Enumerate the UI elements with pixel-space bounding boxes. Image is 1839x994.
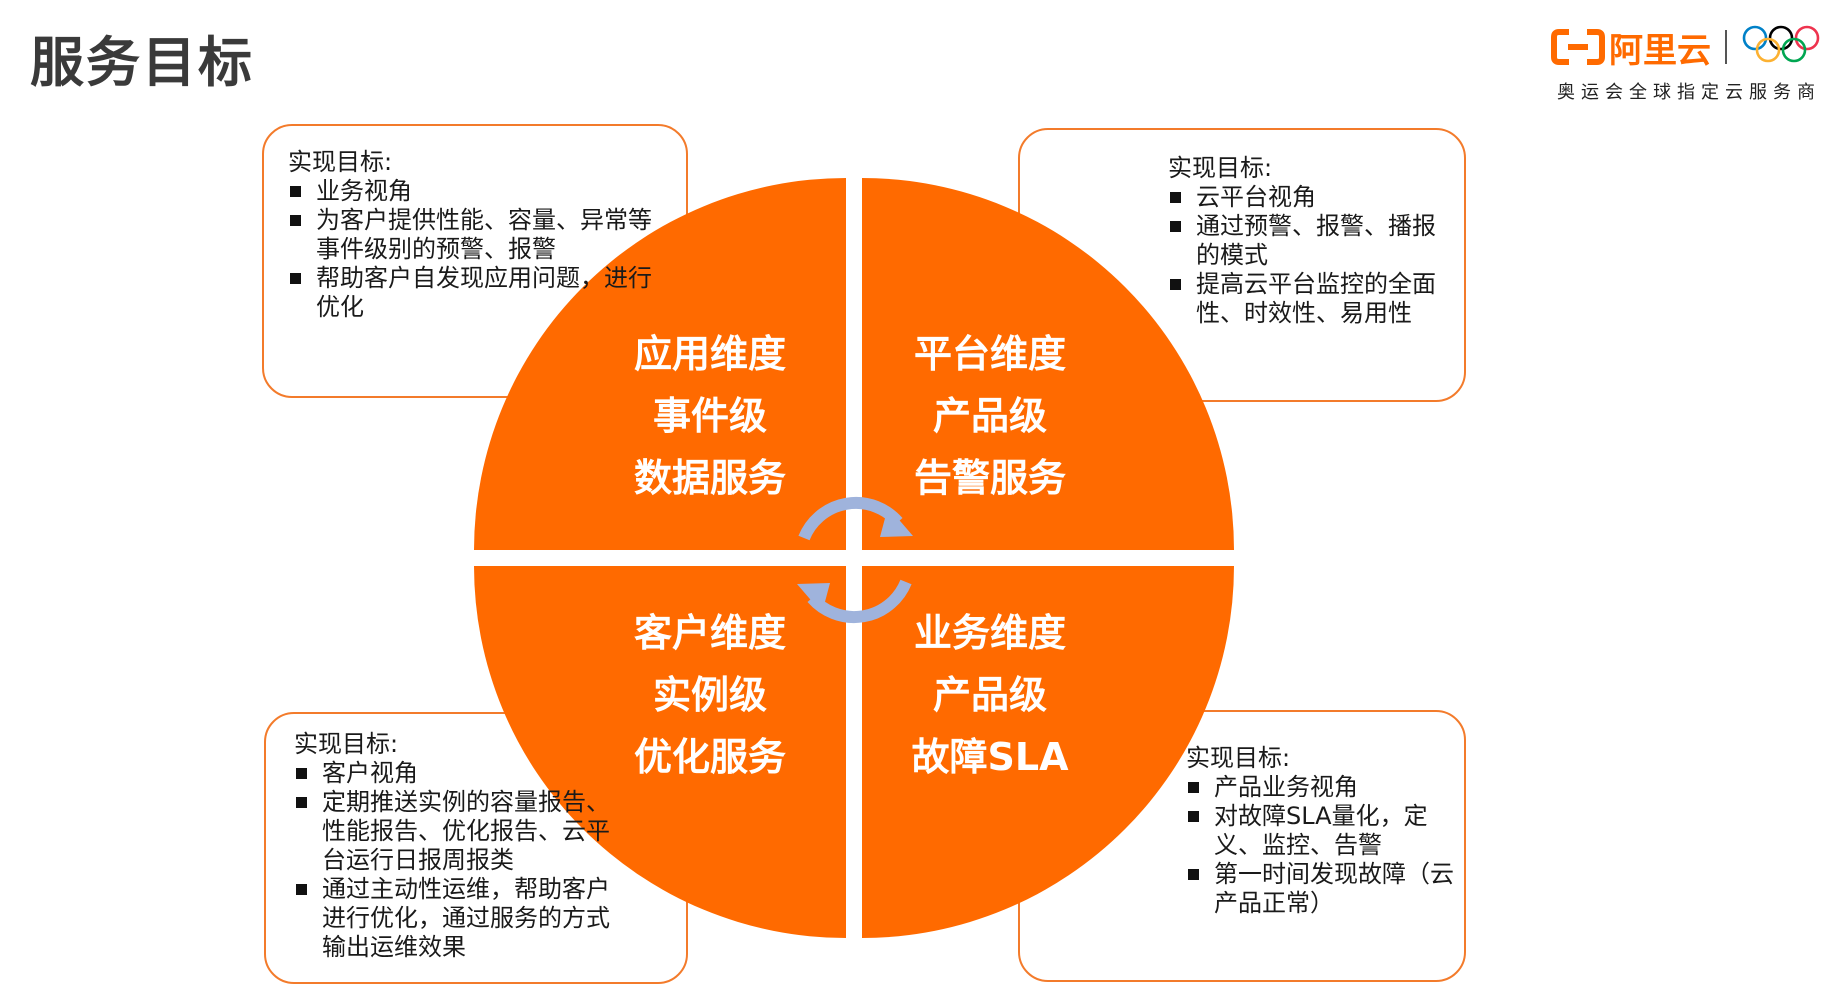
- quadrant-line: 数据服务: [633, 456, 786, 500]
- page-title: 服务目标: [30, 31, 254, 94]
- list-item: 对故障SLA量化，定义、监控、告警: [1186, 802, 1456, 860]
- quadrant-line: 事件级: [652, 394, 767, 438]
- note-heading: 实现目标:: [1186, 744, 1291, 772]
- list-item: 产品业务视角: [1186, 773, 1456, 802]
- quadrant-label-bottom-left: 客户维度 实例级 优化服务: [560, 602, 860, 788]
- quadrant-line: 业务维度: [913, 611, 1066, 655]
- quadrant-bottom-left: [474, 566, 846, 938]
- note-bottom-right: 实现目标: 产品业务视角 对故障SLA量化，定义、监控、告警 第一时间发现故障（…: [1186, 744, 1456, 918]
- list-item: 通过预警、报警、播报的模式: [1168, 212, 1458, 270]
- quadrant-line: 产品级: [932, 673, 1047, 717]
- quadrant-line: 优化服务: [633, 735, 786, 779]
- quadrant-bottom-right: [862, 566, 1234, 938]
- list-item: 提高云平台监控的全面性、时效性、易用性: [1168, 270, 1458, 328]
- quadrant-line: 平台维度: [913, 332, 1066, 376]
- note-heading: 实现目标:: [1168, 154, 1273, 182]
- cycle-arrow-icon: [797, 496, 913, 624]
- quadrant-top-left: [474, 178, 846, 550]
- note-list: 云平台视角 通过预警、报警、播报的模式 提高云平台监控的全面性、时效性、易用性: [1168, 183, 1458, 328]
- quadrant-line: 告警服务: [913, 456, 1066, 500]
- note-bottom-left: 实现目标: 客户视角 定期推送实例的容量报告、性能报告、优化报告、云平台运行日报…: [294, 730, 624, 962]
- brand-header: 阿里云 奥运会全球指定云服务商: [1521, 20, 1821, 110]
- quadrant-line: 客户维度: [633, 611, 786, 655]
- quadrant-line: 故障SLA: [911, 735, 1069, 779]
- note-top-left: 实现目标: 业务视角 为客户提供性能、容量、异常等事件级别的预警、报警 帮助客户…: [288, 148, 658, 322]
- list-item: 定期推送实例的容量报告、性能报告、优化报告、云平台运行日报周报类: [294, 788, 624, 875]
- note-heading: 实现目标:: [288, 148, 393, 176]
- note-list: 客户视角 定期推送实例的容量报告、性能报告、优化报告、云平台运行日报周报类 通过…: [294, 759, 624, 962]
- note-top-right: 实现目标: 云平台视角 通过预警、报警、播报的模式 提高云平台监控的全面性、时效…: [1168, 154, 1458, 328]
- quadrant-label-top-right: 平台维度 产品级 告警服务: [840, 323, 1140, 509]
- brand-name: 阿里云: [1609, 30, 1711, 71]
- list-item: 通过主动性运维，帮助客户进行优化，通过服务的方式输出运维效果: [294, 875, 624, 962]
- aliyun-logo-icon: [1551, 28, 1605, 66]
- note-heading: 实现目标:: [294, 730, 399, 758]
- list-item: 为客户提供性能、容量、异常等事件级别的预警、报警: [288, 206, 658, 264]
- list-item: 业务视角: [288, 177, 658, 206]
- quadrant-label-top-left: 应用维度 事件级 数据服务: [560, 323, 860, 509]
- quadrant-top-right: [862, 178, 1234, 550]
- quadrant-line: 产品级: [932, 394, 1047, 438]
- list-item: 第一时间发现故障（云产品正常）: [1186, 860, 1456, 918]
- list-item: 云平台视角: [1168, 183, 1458, 212]
- olympic-rings-icon: [1741, 23, 1821, 71]
- quadrant-line: 应用维度: [633, 332, 786, 376]
- brand-logo-row: 阿里云: [1551, 20, 1821, 74]
- brand-tagline: 奥运会全球指定云服务商: [1557, 82, 1821, 103]
- list-item: 客户视角: [294, 759, 624, 788]
- note-list: 业务视角 为客户提供性能、容量、异常等事件级别的预警、报警 帮助客户自发现应用问…: [288, 177, 658, 322]
- list-item: 帮助客户自发现应用问题，进行优化: [288, 264, 658, 322]
- brand-divider: [1725, 30, 1727, 64]
- quadrant-line: 实例级: [652, 673, 767, 717]
- note-list: 产品业务视角 对故障SLA量化，定义、监控、告警 第一时间发现故障（云产品正常）: [1186, 773, 1456, 918]
- quadrant-label-bottom-right: 业务维度 产品级 故障SLA: [840, 602, 1140, 788]
